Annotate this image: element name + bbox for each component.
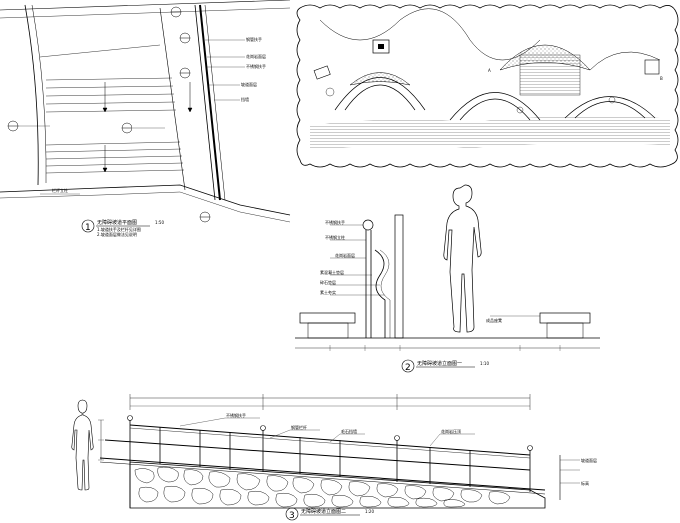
- view-3-number: 3: [289, 511, 295, 521]
- elev-tag-4: 花岗岩压顶: [441, 428, 461, 434]
- view-3-title: 无障碍坡道立面图二: [301, 508, 346, 515]
- elev-tag-2: 钢管栏杆: [291, 424, 307, 430]
- view-number-circle: [81, 219, 95, 233]
- key-plan: A B: [296, 4, 679, 168]
- section2-tag-7: 成品座凳: [486, 317, 502, 323]
- elev-tag-3: 毛石挡墙: [341, 428, 357, 434]
- plan-tag-1: 钢管扶手: [246, 36, 262, 42]
- key-callout-b: B: [660, 76, 663, 81]
- view-1-number: 1: [85, 223, 91, 233]
- plan-tag-6: 栏杆立柱: [52, 187, 68, 193]
- plan-tag-5: 挡墙: [241, 96, 249, 102]
- view-1-title: 无障碍坡道平面图: [97, 219, 137, 226]
- view-1-note-2: 2.坡道面层做法见说明: [97, 231, 137, 237]
- section2-tag-4: 素混凝土垫层: [320, 269, 344, 275]
- elevation-view-3: 不锈钢扶手 钢管栏杆 毛石挡墙 花岗岩压顶 坡道面层 标高 3 无障碍坡道立面图…: [71, 394, 597, 521]
- plan-view: 钢管扶手 花岗岩面层 不锈钢扶手 坡道面层 挡墙 栏杆立柱 1 无障碍坡道平面图…: [0, 0, 291, 237]
- view-1-note-1: 1.坡道扶手及栏杆见详图: [97, 226, 141, 232]
- section2-tag-1: 不锈钢扶手: [325, 219, 345, 225]
- elev-tag-6: 标高: [581, 480, 589, 486]
- key-callout-a: A: [488, 68, 491, 73]
- view-2-number: 2: [405, 363, 411, 373]
- view-2-scale: 1:10: [480, 361, 489, 366]
- plan-tag-3: 不锈钢扶手: [246, 63, 266, 69]
- section2-tag-5: 碎石垫层: [320, 279, 336, 285]
- plan-tag-2: 花岗岩面层: [246, 53, 266, 59]
- view-3-scale: 1:20: [365, 509, 374, 514]
- elev-tag-5: 坡道面层: [581, 457, 597, 463]
- view-2-title: 无障碍坡道立面图一: [417, 360, 462, 367]
- section2-tag-2: 不锈钢立柱: [325, 234, 345, 240]
- section-view-2: 不锈钢扶手 不锈钢立柱 花岗岩面层 素混凝土垫层 碎石垫层 素土夯实 成品座凳 …: [295, 184, 600, 373]
- section2-tag-3: 花岗岩面层: [335, 252, 355, 258]
- elev-tag-1: 不锈钢扶手: [226, 412, 246, 418]
- view-1-scale: 1:50: [155, 220, 164, 225]
- plan-tag-4: 坡道面层: [241, 81, 257, 87]
- section2-tag-6: 素土夯实: [320, 289, 336, 295]
